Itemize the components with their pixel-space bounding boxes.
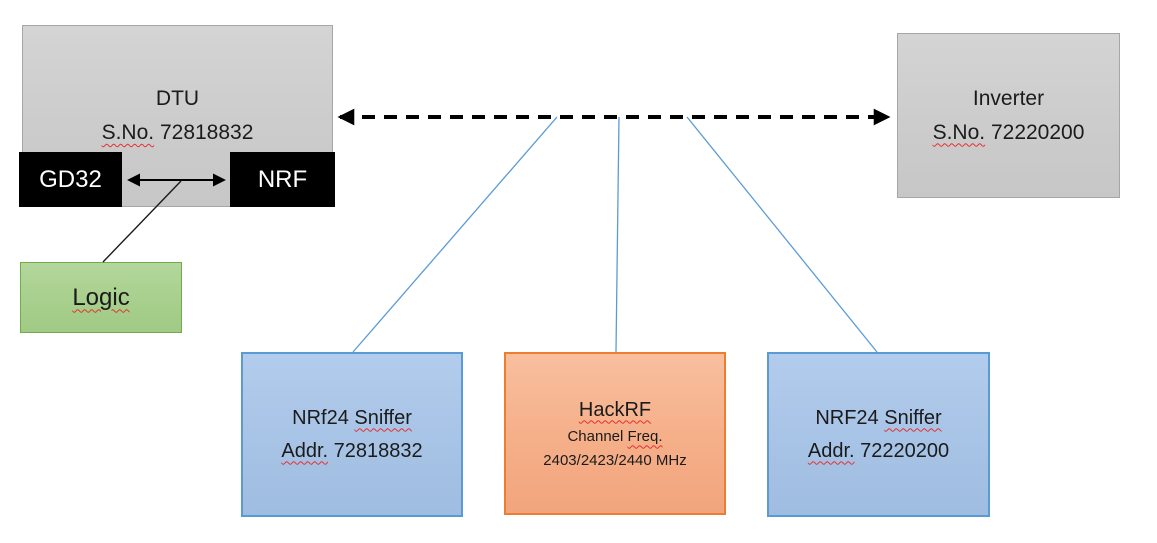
dtu-serial-value: 72818832 [159, 121, 254, 144]
sniffer-right-addr: Addr. 72220200 [808, 435, 949, 468]
tap-line-sniffer-left [352, 116, 558, 353]
dtu-serial-label: S.No. [101, 121, 155, 144]
sniffer-right-box: NRF24 Sniffer Addr. 72220200 [767, 352, 990, 517]
hackrf-box: HackRF Channel Freq. 2403/2423/2440 MHz [504, 352, 726, 515]
sniffer-left-addr: Addr. 72818832 [281, 435, 422, 468]
hackrf-frequencies: 2403/2423/2440 MHz [543, 451, 687, 469]
sniffer-right-title: NRF24 Sniffer [815, 402, 941, 435]
sniffer-right-title-prefix: NRF24 [815, 406, 879, 429]
inverter-serial-label: S.No. [932, 120, 986, 144]
inverter-serial: S.No. 72220200 [933, 116, 1085, 150]
sniffer-right-addr-value: 72220200 [860, 439, 950, 462]
sniffer-left-title-prefix: NRf24 [292, 406, 349, 429]
sniffer-left-title: NRf24 Sniffer [292, 402, 412, 435]
nrf-chip: NRF [230, 152, 335, 207]
inverter-title: Inverter [972, 86, 1045, 110]
tap-line-sniffer-right [686, 116, 878, 353]
dtu-title: DTU [155, 87, 200, 110]
nrf-label: NRF [257, 165, 308, 193]
sniffer-left-addr-value: 72818832 [333, 439, 423, 462]
sniffer-right-addr-label: Addr. [807, 439, 855, 462]
hackrf-freq-label: Freq. [627, 427, 663, 445]
sniffer-right-title-word: Sniffer [884, 406, 942, 429]
inverter-serial-value: 72220200 [990, 120, 1085, 144]
sniffer-left-box: NRf24 Sniffer Addr. 72818832 [241, 352, 463, 517]
inverter-box: Inverter S.No. 72220200 [897, 33, 1120, 198]
sniffer-left-addr-label: Addr. [281, 439, 329, 462]
sniffer-left-title-word: Sniffer [354, 406, 412, 429]
gd32-label: GD32 [39, 165, 102, 193]
hackrf-channel-line: Channel Freq. [567, 425, 662, 449]
logic-label: Logic [72, 283, 130, 311]
hackrf-title: HackRF [578, 398, 652, 421]
tap-line-hackrf [615, 116, 620, 353]
gd32-chip: GD32 [19, 152, 122, 207]
dtu-serial: S.No. 72818832 [102, 116, 254, 150]
logic-box: Logic [20, 262, 182, 333]
hackrf-channel-label: Channel [567, 427, 624, 445]
